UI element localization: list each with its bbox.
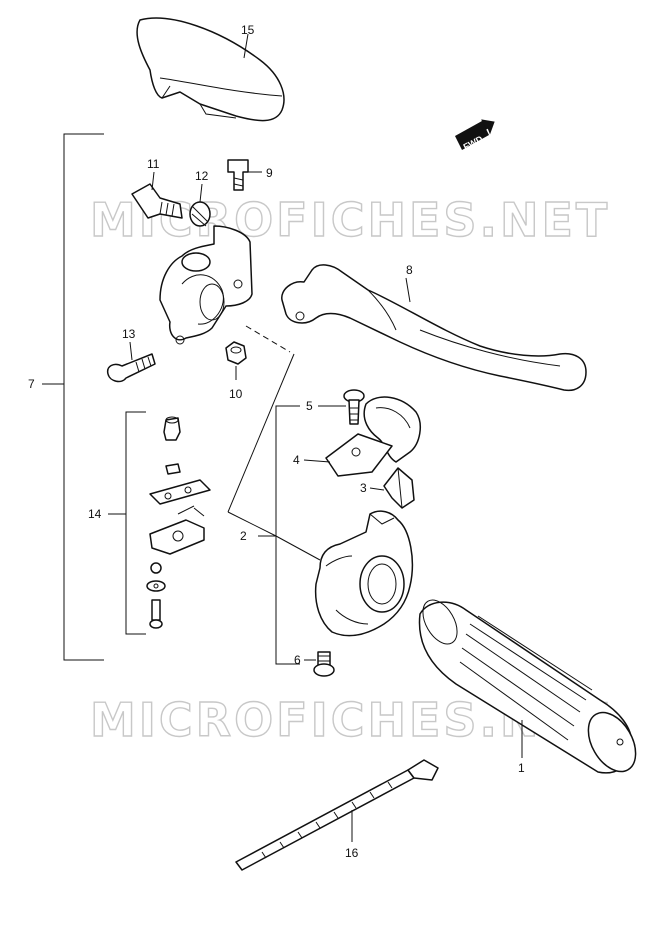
callout-10: 10 [229, 387, 243, 401]
part-16-cable-tie [235, 759, 439, 871]
bracket-7 [63, 133, 104, 661]
callout-8: 8 [406, 263, 413, 277]
callout-9: 9 [266, 166, 273, 180]
watermark-top: MICROFICHES.NET [90, 193, 610, 247]
bracket-2 [275, 405, 300, 665]
part-11-adjuster-bolt [131, 183, 183, 219]
callout-12: 12 [195, 169, 209, 183]
callout-6: 6 [294, 653, 301, 667]
part-3-clip [383, 467, 415, 509]
part-1-grip [418, 599, 637, 774]
clamp-upper [363, 396, 422, 463]
part-4-plate [325, 433, 393, 477]
callout-2: 2 [240, 529, 247, 543]
callout-15: 15 [241, 23, 255, 37]
part-5-screw [343, 389, 365, 425]
lever-holder [159, 225, 253, 345]
part-2-throttle-case [314, 510, 414, 637]
callout-13: 13 [122, 327, 136, 341]
dash-line-holder [245, 325, 291, 353]
callout-4: 4 [293, 453, 300, 467]
part-6-screw [313, 651, 335, 677]
part-14-switch-parts [146, 416, 211, 629]
callout-5: 5 [306, 399, 313, 413]
bracket-14 [125, 411, 146, 635]
callout-14: 14 [88, 507, 102, 521]
part-12-knurled-nut [189, 201, 211, 227]
part-8-lever [281, 264, 587, 392]
fwd-arrow-icon: FWD [455, 119, 495, 152]
callout-11: 11 [147, 157, 160, 171]
callout-3: 3 [360, 481, 367, 495]
part-9-bolt [227, 159, 249, 191]
part-13-screw [106, 353, 156, 383]
part-15-lever-cover [136, 17, 285, 122]
callout-16: 16 [345, 846, 359, 860]
callout-1: 1 [518, 761, 525, 775]
leader-lines [129, 33, 523, 842]
part-10-nut [225, 341, 247, 365]
callout-7: 7 [28, 377, 35, 391]
